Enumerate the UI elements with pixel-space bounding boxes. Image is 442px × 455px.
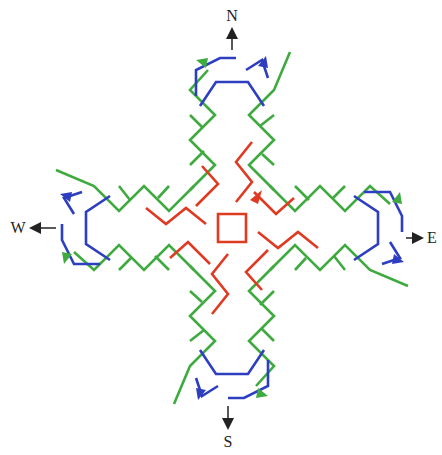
direction-label: E	[427, 230, 437, 246]
direction-label: W	[10, 220, 25, 236]
direction-label: N	[226, 8, 238, 24]
direction-arrows	[32, 30, 421, 427]
dna-tile	[56, 52, 408, 404]
direction-label: S	[224, 434, 233, 450]
